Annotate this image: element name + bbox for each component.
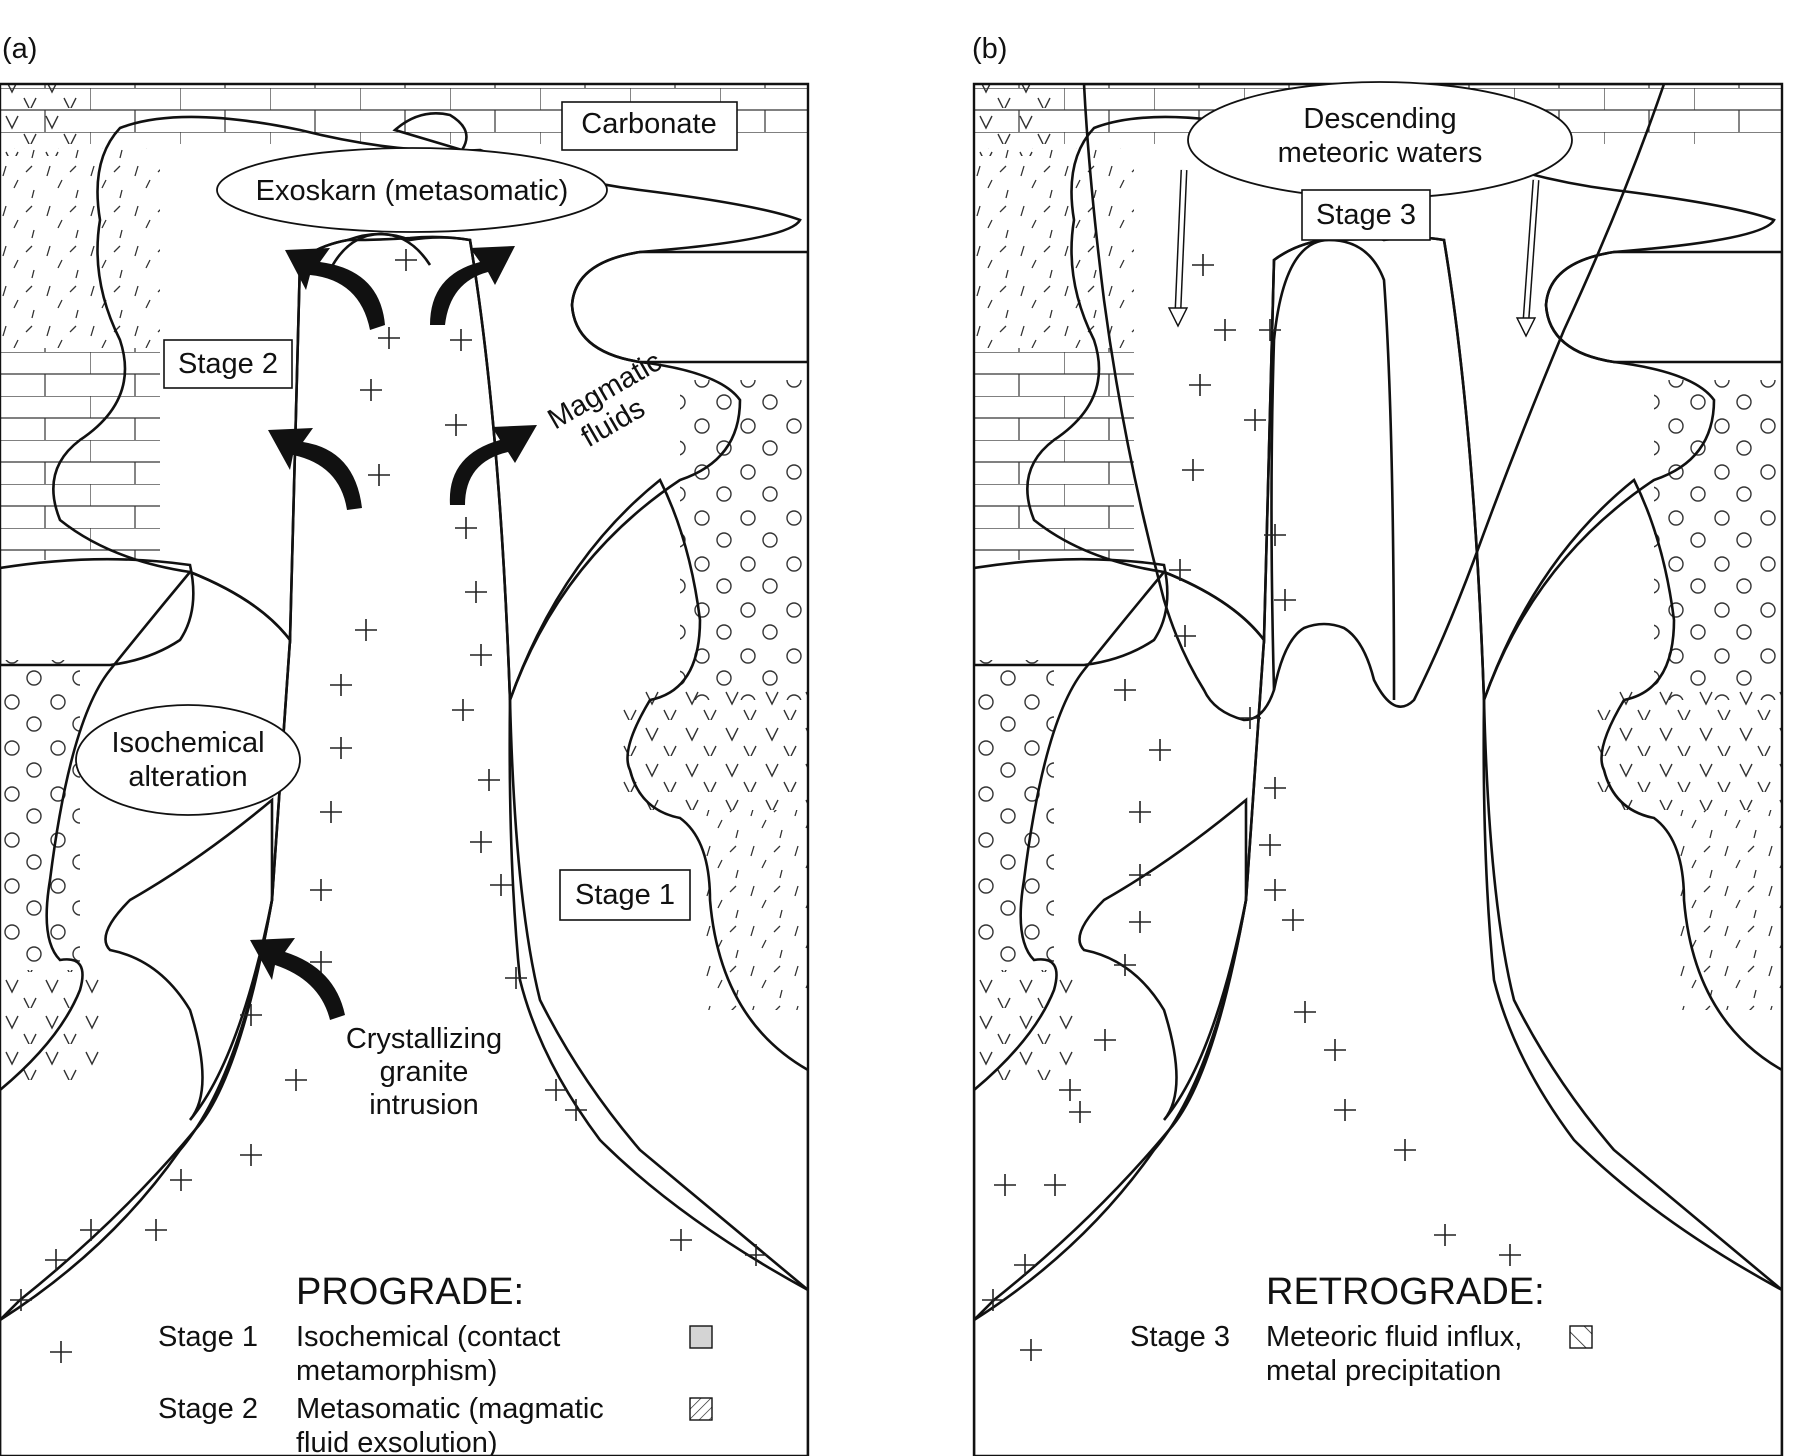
carbonate-mid-layer-left-b <box>974 348 1134 560</box>
magmatic-fluid-arrows <box>250 246 537 1020</box>
volcanic-layer-left <box>0 970 100 1080</box>
exoskarn-label-ellipse <box>216 147 608 233</box>
tuff-layer-right-b <box>1674 810 1782 1010</box>
panel-a-border <box>0 82 810 1456</box>
stage2-exoskarn-lower-tongue <box>104 797 274 1121</box>
stage3-granite-core-outline <box>1270 238 1396 701</box>
fluid-arrow-icon <box>430 246 515 325</box>
legend-stage3-swatch <box>1569 1325 1593 1349</box>
conglomerate-layer-right-b <box>1654 380 1782 700</box>
fluid-arrow-icon <box>250 938 345 1020</box>
tuff-layer-right <box>700 810 808 1010</box>
descending-label-line1: Descending <box>1303 103 1456 135</box>
dark-bed-right-b <box>1544 250 1782 364</box>
dark-bed-right <box>570 250 808 364</box>
stage2-label: Stage 2 <box>178 348 278 380</box>
stage3-label: Stage 3 <box>1316 199 1416 231</box>
fluid-arrow-icon <box>268 428 362 510</box>
legend-stage2-line2: fluid exsolution) <box>296 1427 498 1456</box>
cryst-label-line2: granite <box>380 1056 469 1088</box>
legend-prograde: PROGRADE: Stage 1 Isochemical (contact m… <box>158 1271 713 1456</box>
volcanic-layer-topleft-b <box>974 84 1054 156</box>
stage1-halo-right-b <box>1482 477 1782 1292</box>
granite-intrusion <box>0 232 808 1456</box>
isochemical-label-ellipse <box>75 704 301 816</box>
dark-bed-left-b <box>974 557 1169 667</box>
legend-stage2-swatch <box>689 1397 713 1421</box>
legend-stage1-swatch <box>689 1325 713 1349</box>
descending-label-line2: meteoric waters <box>1278 137 1483 169</box>
meteoric-arrowhead-icon <box>1515 317 1537 338</box>
isochem-label-line1: Isochemical <box>111 727 264 759</box>
legend-retrograde: RETROGRADE: Stage 3 Meteoric fluid influ… <box>1130 1271 1593 1387</box>
stage2-exoskarn-top-knob <box>392 112 468 152</box>
legend-retrograde-title: RETROGRADE: <box>1266 1271 1545 1313</box>
stage1-label-box <box>559 869 691 921</box>
carbonate-label-box <box>561 101 738 151</box>
tuff-layer-left-b <box>974 148 1134 348</box>
stage3-retrograde-zone <box>1082 84 1666 722</box>
isochem-label-line2: alteration <box>128 761 247 793</box>
granite-crosses-b <box>982 254 1521 1361</box>
panel-b-tag: (b) <box>972 33 1007 65</box>
fluid-arrow-icon <box>285 248 385 330</box>
meteoric-arrow-icon <box>1524 179 1538 321</box>
conglomerate-layer-left-b <box>974 660 1054 970</box>
legend-stage3-line2: metal precipitation <box>1266 1355 1501 1387</box>
legend-stage2-line1: Metasomatic (magmatic <box>296 1393 604 1425</box>
stage2-exoskarn-body-b <box>1026 115 1776 701</box>
stage1-halo-right <box>508 477 808 1292</box>
stage2-label-box <box>163 339 293 389</box>
panel-a: (a) <box>0 33 810 1456</box>
stage3-label-box <box>1301 189 1431 241</box>
legend-stage2-name: Stage 2 <box>158 1393 258 1425</box>
legend-stage3-line1: Meteoric fluid influx, <box>1266 1321 1522 1353</box>
conglomerate-layer-left <box>0 660 80 970</box>
cryst-label-line3: intrusion <box>369 1089 479 1121</box>
dark-bed-left <box>0 557 195 667</box>
volcanic-layer-right <box>620 690 808 810</box>
granite-intrusion-b <box>974 232 1782 1456</box>
legend-stage1-line2: metamorphism) <box>296 1355 497 1387</box>
cryst-label-line1: Crystallizing <box>346 1023 502 1055</box>
legend-prograde-title: PROGRADE: <box>296 1271 524 1313</box>
panel-a-tag: (a) <box>2 33 37 65</box>
granite-cupola-top <box>328 232 432 271</box>
granite-crosses <box>10 249 767 1363</box>
conglomerate-layer-right <box>680 380 808 700</box>
stage2-exoskarn-lower-tongue-b <box>1078 797 1248 1121</box>
panel-b: (b) <box>972 33 1784 1456</box>
stage1-label: Stage 1 <box>575 879 675 911</box>
legend-stage1-line1: Isochemical (contact <box>296 1321 560 1353</box>
stage2-exoskarn-body <box>52 115 802 701</box>
volcanic-layer-topleft <box>0 84 80 156</box>
meteoric-arrowhead-icon <box>1167 307 1189 328</box>
fluid-arrow-icon <box>449 425 537 505</box>
carbonate-mid-layer-left <box>0 348 160 560</box>
exoskarn-label: Exoskarn (metasomatic) <box>256 175 569 207</box>
volcanic-layer-right-b <box>1594 690 1782 810</box>
volcanic-layer-left-b <box>974 970 1074 1080</box>
legend-stage3-name: Stage 3 <box>1130 1321 1230 1353</box>
legend-stage1-name: Stage 1 <box>158 1321 258 1353</box>
tuff-layer-left <box>0 148 160 348</box>
carbonate-label: Carbonate <box>581 108 716 140</box>
meteoric-arrow-icon <box>1176 169 1186 311</box>
